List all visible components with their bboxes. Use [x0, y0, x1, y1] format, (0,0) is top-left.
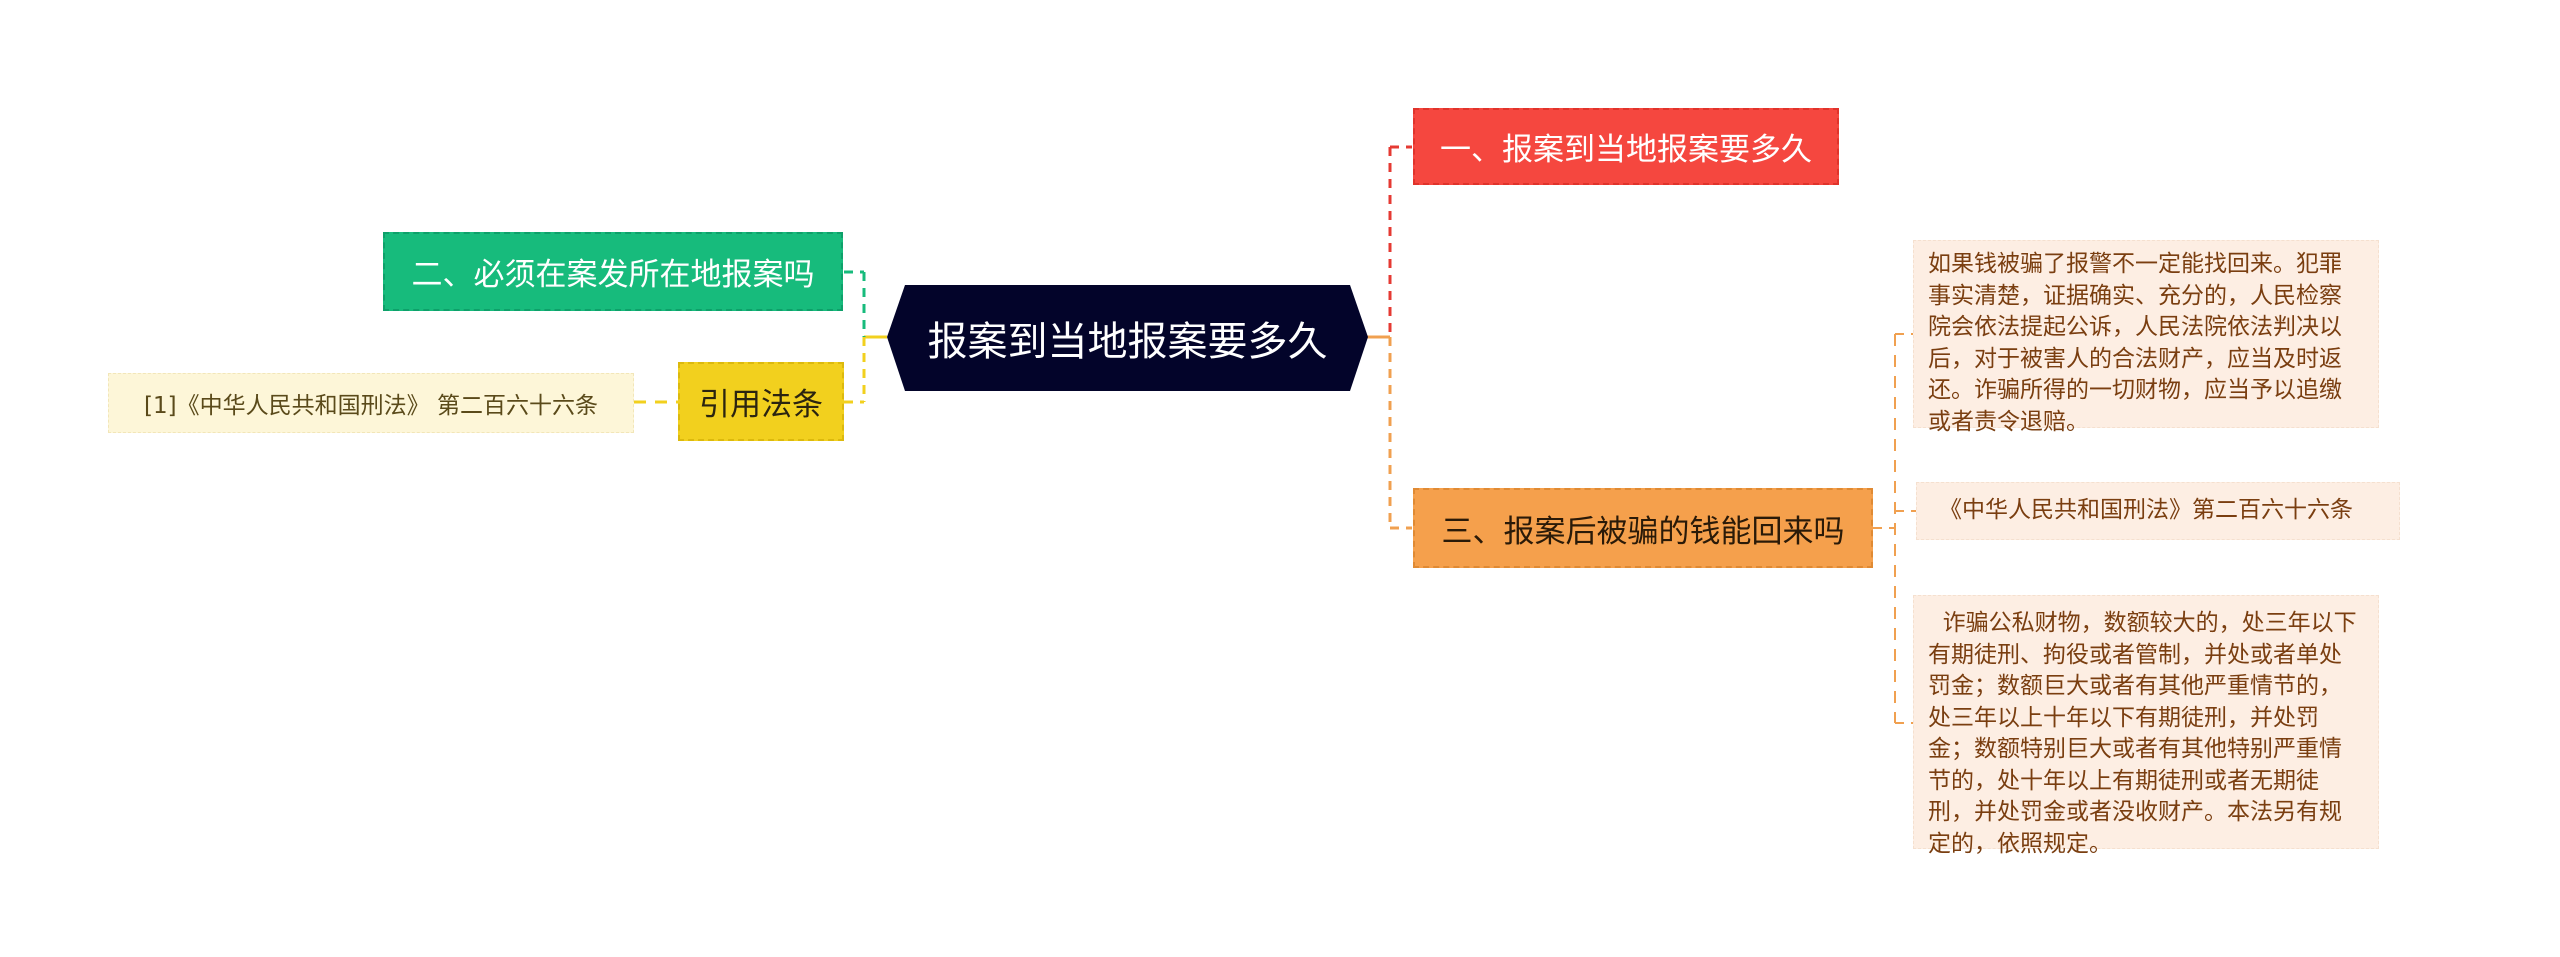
note-text: 《中华人民共和国刑法》第二百六十六条	[1939, 497, 2353, 524]
branch-label: 三、报案后被骗的钱能回来吗	[1441, 513, 1845, 550]
branch-node-report-location[interactable]: 二、必须在案发所在地报案吗	[383, 232, 843, 311]
note-law-content[interactable]: 诈骗公私财物，数额较大的，处三年以下有期徒刑、拘役或者管制，并处或者单处罚金；数…	[1913, 595, 2379, 857]
branch-label: 一、报案到当地报案要多久	[1440, 132, 1812, 168]
root-node-label: 报案到当地报案要多久	[927, 319, 1328, 365]
cited-law-reference[interactable]: [1]《中华人民共和国刑法》 第二百六十六条	[108, 373, 634, 433]
note-law-article[interactable]: 《中华人民共和国刑法》第二百六十六条	[1916, 482, 2400, 540]
note-recovery-explanation[interactable]: 如果钱被骗了报警不一定能找回来。犯罪事实清楚，证据确实、充分的，人民检察院会依法…	[1913, 240, 2379, 435]
reference-text: [1]《中华人民共和国刑法》 第二百六十六条	[144, 393, 598, 419]
branch-node-money-recovery[interactable]: 三、报案后被骗的钱能回来吗	[1413, 488, 1873, 568]
branch-label: 引用法条	[699, 387, 823, 423]
branch-node-cited-law[interactable]: 引用法条	[678, 362, 844, 441]
root-node[interactable]: 报案到当地报案要多久	[887, 285, 1368, 391]
branch-label: 二、必须在案发所在地报案吗	[411, 257, 815, 293]
branch-node-report-time[interactable]: 一、报案到当地报案要多久	[1413, 108, 1839, 185]
